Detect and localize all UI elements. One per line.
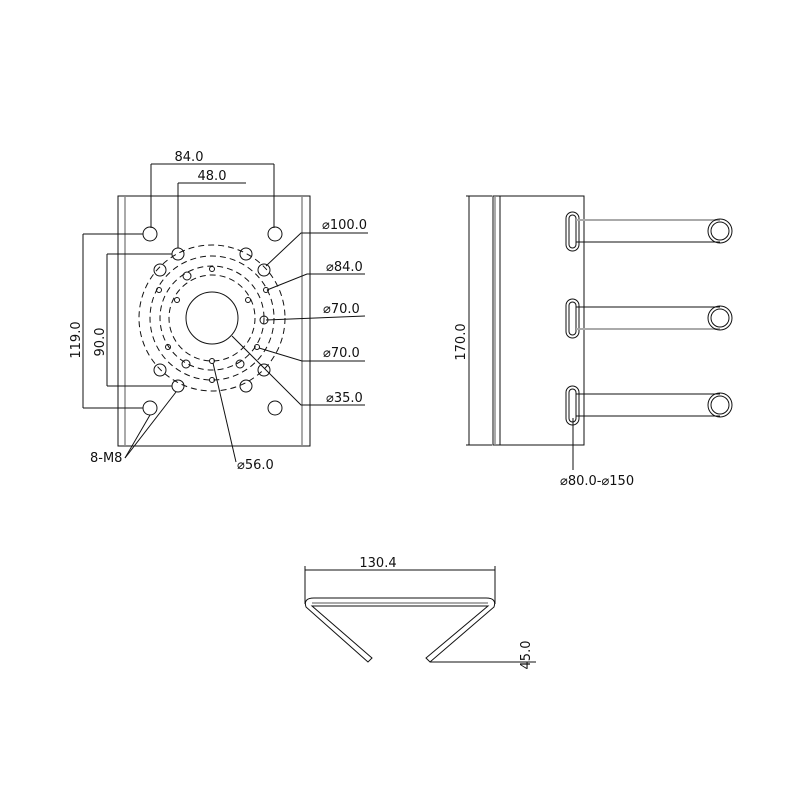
dim-119: 119.0 bbox=[69, 321, 84, 358]
corner-holes bbox=[142, 226, 283, 416]
callout-dia-70-b: ⌀70.0 bbox=[323, 346, 360, 361]
callout-dia-56: ⌀56.0 bbox=[237, 458, 274, 473]
clamp-bands bbox=[565, 211, 733, 426]
callout-dia-70-a: ⌀70.0 bbox=[323, 302, 360, 317]
small-holes bbox=[156, 266, 269, 383]
holes-label: 8-M8 bbox=[90, 451, 122, 466]
dim-130: 130.4 bbox=[359, 556, 396, 571]
dim-84: 84.0 bbox=[175, 150, 204, 165]
dim-90: 90.0 bbox=[93, 328, 108, 357]
m8-holes bbox=[153, 247, 271, 393]
pole-range-label: ⌀80.0-⌀150 bbox=[560, 474, 634, 489]
side-view: 170.0 ⌀80.0-⌀150 bbox=[454, 195, 733, 489]
center-hole bbox=[185, 291, 239, 345]
mounting-plate bbox=[117, 195, 311, 447]
front-view: 84.0 48.0 119.0 90.0 ⌀100.0 ⌀84.0 ⌀70.0 … bbox=[69, 150, 368, 473]
dim-45: 45.0 bbox=[519, 641, 534, 670]
dim-170: 170.0 bbox=[454, 323, 469, 360]
callout-dia-35: ⌀35.0 bbox=[326, 391, 363, 406]
top-view: 130.4 45.0 bbox=[304, 556, 536, 670]
callout-dia-84: ⌀84.0 bbox=[326, 260, 363, 275]
dim-48: 48.0 bbox=[198, 169, 227, 184]
callout-dia-100: ⌀100.0 bbox=[322, 218, 367, 233]
